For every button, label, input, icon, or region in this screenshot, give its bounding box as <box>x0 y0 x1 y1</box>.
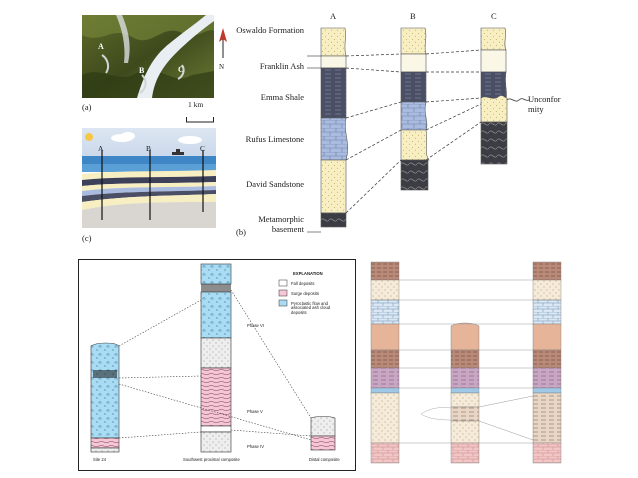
unconformity-label: Unconformity <box>528 94 561 114</box>
cross-section <box>82 128 216 228</box>
col-label-c: C <box>491 11 497 21</box>
aerial-label-c: C <box>178 65 184 74</box>
formation-basement: Metamorphic basement <box>258 214 304 234</box>
col-label-b: B <box>410 11 416 21</box>
well-label-a: A <box>98 144 104 153</box>
scale-label: 1 km <box>188 100 204 109</box>
legend-fall: Fall deposits <box>291 281 315 286</box>
column-c <box>480 27 530 165</box>
volcanic-panel: EXPLANATION Fall deposits Surge deposits… <box>78 259 356 471</box>
col-label-a: A <box>330 11 337 21</box>
panel-a-tag: (a) <box>82 102 92 112</box>
panel-c-tag: (c) <box>82 233 92 243</box>
aerial-label-a: A <box>98 42 104 51</box>
formation-emma: Emma Shale <box>260 92 304 102</box>
phase-v: Phase V <box>247 409 263 414</box>
col-distal: Distal composite <box>309 457 340 462</box>
legend-title: EXPLANATION <box>293 271 323 276</box>
panel-b-tag: (b) <box>236 227 246 237</box>
correlation-lines <box>345 49 482 214</box>
panel-a: A B C <box>82 15 214 98</box>
scale-bar <box>186 110 214 123</box>
phase-vi: Phase VI <box>247 323 264 328</box>
correlation-columns <box>370 261 562 464</box>
formation-franklin: Franklin Ash <box>259 61 304 71</box>
north-label: N <box>219 63 225 71</box>
strat-columns <box>307 27 530 233</box>
aerial-photo <box>82 15 214 98</box>
correlation-panel <box>365 258 575 466</box>
col-site-24: Site 24 <box>93 457 107 462</box>
aerial-label-b: B <box>139 66 145 75</box>
formation-rufus: Rufus Limestone <box>245 134 304 144</box>
north-arrow-icon <box>218 28 228 64</box>
legend-pyro: Pyroclastic flow and associated ash clou… <box>291 301 331 315</box>
legend-surge: Surge deposits <box>291 291 319 296</box>
column-b <box>400 27 430 191</box>
formation-oswaldo: Oswaldo Formation <box>236 25 304 35</box>
formation-david: David Sandstone <box>246 179 304 189</box>
phase-iv: Phase IV <box>247 444 264 449</box>
col-southwest-proximal: Southwest proximal composite <box>183 457 240 462</box>
well-label-b: B <box>146 144 152 153</box>
panel-b: A B C <box>225 8 565 238</box>
panel-c: A B C <box>82 128 216 228</box>
well-label-c: C <box>200 144 206 153</box>
column-a <box>320 27 348 228</box>
volcanic-columns <box>90 263 336 453</box>
